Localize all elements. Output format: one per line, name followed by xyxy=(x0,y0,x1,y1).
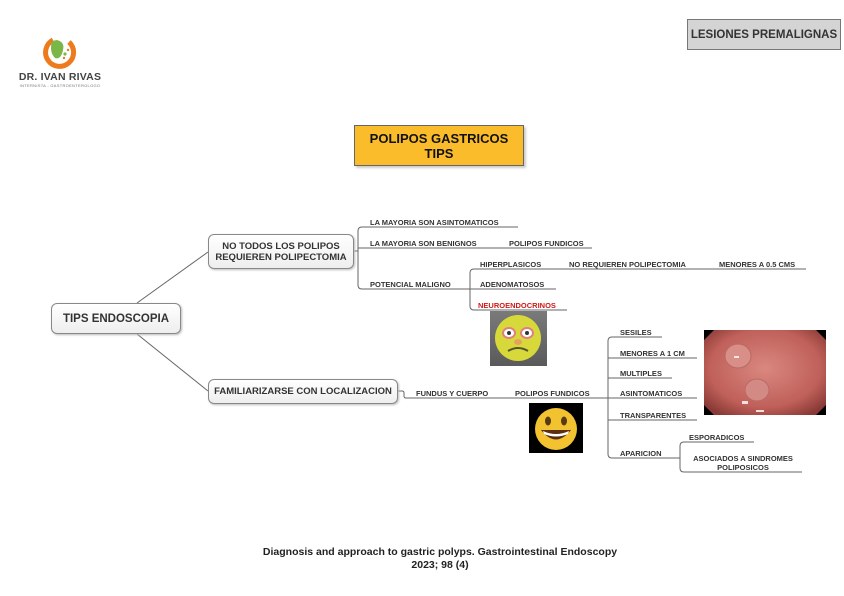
page-title: POLIPOS GASTRICOS TIPS xyxy=(354,125,524,166)
branch1-line2: REQUIEREN POLIPECTOMIA xyxy=(215,251,347,263)
leaf-multiples[interactable]: MULTIPLES xyxy=(620,369,662,378)
leaf-sesiles[interactable]: SESILES xyxy=(620,328,652,337)
leaf-no-requieren[interactable]: NO REQUIEREN POLIPECTOMIA xyxy=(569,260,686,269)
root-node[interactable]: TIPS ENDOSCOPIA xyxy=(51,303,181,334)
leaf-neuroendocrinos[interactable]: NEUROENDOCRINOS xyxy=(478,301,556,310)
leaf-fundus-cuerpo[interactable]: FUNDUS Y CUERPO xyxy=(416,389,489,398)
title-line1: POLIPOS GASTRICOS xyxy=(369,131,509,146)
connector-root-branch2 xyxy=(136,333,209,392)
leaf-asociados-sindromes[interactable]: ASOCIADOS A SINDROMES POLIPOSICOS xyxy=(688,454,798,472)
leaf-asintomaticos[interactable]: LA MAYORIA SON ASINTOMATICOS xyxy=(370,218,499,227)
worried-face-icon xyxy=(490,311,547,366)
connector-branch2 xyxy=(398,390,602,399)
leaf-hiperplasicos[interactable]: HIPERPLASICOS xyxy=(480,260,542,269)
asociados-line2: POLIPOSICOS xyxy=(717,463,769,472)
endoscopy-polyps-image xyxy=(704,330,826,415)
leaf-esporadicos[interactable]: ESPORADICOS xyxy=(689,433,745,442)
logo-subtitle: INTERNISTA - GASTROENTEROLOGO xyxy=(19,83,101,88)
branch-node-polipectomia[interactable]: NO TODOS LOS POLIPOS REQUIEREN POLIPECTO… xyxy=(208,234,354,269)
stomach-logo-icon xyxy=(43,37,77,69)
leaf-polipos-fundicos-2[interactable]: POLIPOS FUNDICOS xyxy=(515,389,590,398)
logo-name: DR. IVAN RIVAS xyxy=(18,71,102,83)
title-line2: TIPS xyxy=(424,146,454,161)
connector-aparicion-bracket xyxy=(676,441,685,473)
logo: DR. IVAN RIVAS INTERNISTA - GASTROENTERO… xyxy=(10,36,110,92)
branch-node-localizacion[interactable]: FAMILIARIZARSE CON LOCALIZACION xyxy=(208,379,398,404)
leaf-transparentes[interactable]: TRANSPARENTES xyxy=(620,411,687,420)
leaf-aparicion[interactable]: APARICION xyxy=(620,449,662,458)
leaf-benignos[interactable]: LA MAYORIA SON BENIGNOS xyxy=(370,239,477,248)
connector-root-branch1 xyxy=(136,251,209,304)
grinning-face-icon xyxy=(529,403,583,453)
leaf-potencial-maligno[interactable]: POTENCIAL MALIGNO xyxy=(370,280,451,289)
reference-line2: 2023; 98 (4) xyxy=(411,559,469,571)
section-badge: LESIONES PREMALIGNAS xyxy=(687,19,841,50)
leaf-adenomatosos[interactable]: ADENOMATOSOS xyxy=(480,280,545,289)
leaf-menores-1cm[interactable]: MENORES A 1 CM xyxy=(620,349,685,358)
connector-branch1-bracket xyxy=(354,226,366,290)
asociados-line1: ASOCIADOS A SINDROMES xyxy=(693,454,793,463)
reference-line1: Diagnosis and approach to gastric polyps… xyxy=(262,546,618,558)
leaf-menores-05[interactable]: MENORES A 0.5 CMS xyxy=(719,260,796,269)
leaf-asintomaticos-2[interactable]: ASINTOMATICOS xyxy=(620,389,683,398)
leaf-polipos-fundicos-1[interactable]: POLIPOS FUNDICOS xyxy=(509,239,584,248)
reference-citation: Diagnosis and approach to gastric polyps… xyxy=(200,546,680,572)
branch1-line1: NO TODOS LOS POLIPOS xyxy=(222,240,340,252)
